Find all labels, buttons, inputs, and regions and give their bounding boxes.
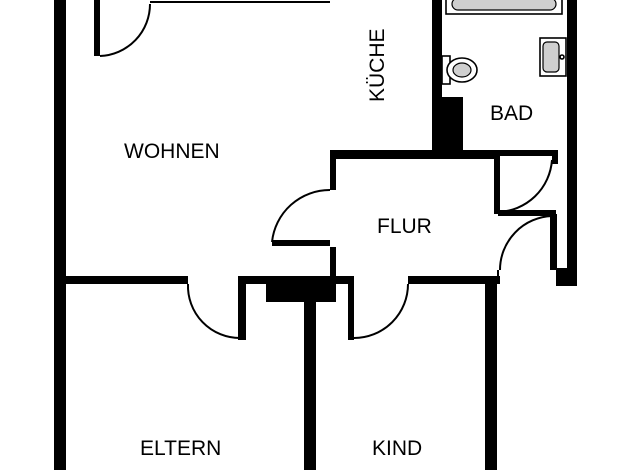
wall-flur-left-upper bbox=[330, 150, 336, 190]
wall-bedrooms-top-right bbox=[408, 276, 500, 284]
wall-kitchen-bath-pillar bbox=[432, 97, 462, 153]
wall-flur-left-lower bbox=[330, 247, 336, 282]
door-jamb-kind bbox=[348, 282, 354, 340]
outer-wall-left bbox=[54, 0, 66, 470]
room-label-kueche: KÜCHE bbox=[366, 28, 389, 102]
door-eltern bbox=[186, 283, 241, 339]
room-label-eltern: ELTERN bbox=[140, 437, 221, 460]
wall-kitchen-bath bbox=[432, 0, 441, 100]
door-flur-exit bbox=[499, 214, 556, 271]
room-label-kind: KIND bbox=[372, 437, 422, 460]
walls bbox=[54, 0, 577, 470]
sink-icon bbox=[539, 37, 567, 77]
door-kind bbox=[353, 283, 409, 339]
door-jamb-eltern bbox=[238, 282, 246, 340]
wall-pillar-center bbox=[266, 276, 336, 302]
toilet-icon bbox=[441, 55, 478, 85]
door-flur-wohnen bbox=[271, 188, 331, 246]
wall-kind-right bbox=[485, 276, 497, 470]
bathtub-icon bbox=[445, 0, 563, 15]
doors bbox=[94, 0, 556, 339]
wall-bad-right-lower bbox=[552, 150, 558, 164]
room-label-flur: FLUR bbox=[377, 215, 432, 238]
outer-wall-right bbox=[567, 0, 577, 286]
room-labels: WOHNEN KÜCHE BAD FLUR ELTERN KIND bbox=[124, 28, 533, 460]
bath-fixtures bbox=[441, 0, 567, 85]
wall-eltern-kind bbox=[304, 296, 316, 470]
wall-flur-right bbox=[494, 150, 500, 214]
room-label-wohnen: WOHNEN bbox=[124, 140, 220, 163]
door-flur-bad bbox=[497, 159, 556, 216]
wall-bad-bottom bbox=[494, 150, 556, 156]
wall-flur-top bbox=[330, 150, 500, 159]
room-label-bad: BAD bbox=[490, 102, 533, 125]
wall-bedrooms-top-left bbox=[60, 276, 188, 284]
door-wohnen-top bbox=[94, 0, 151, 57]
outer-wall-right-foot bbox=[556, 268, 577, 286]
